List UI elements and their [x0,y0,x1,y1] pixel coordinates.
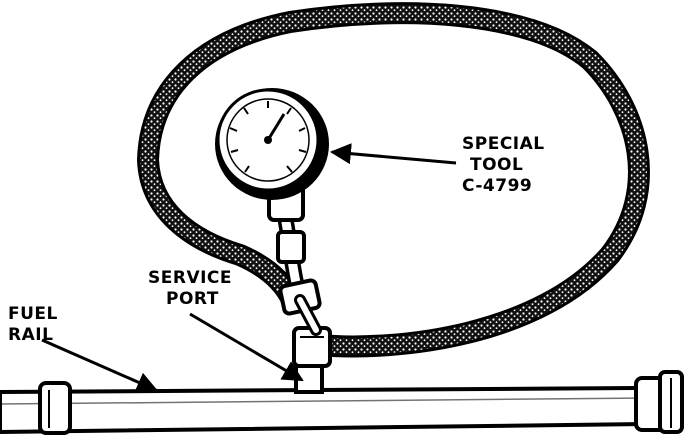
service-port-label: SERVICE PORT [148,268,232,310]
callout-arrows [41,143,457,393]
fuel-rail-line-1: FUEL [8,304,58,324]
fuel-rail-arrow [41,338,158,393]
special-tool-label: SPECIAL TOOL C-4799 [462,134,545,197]
fuel-rail [0,370,684,435]
special-tool-line-1: SPECIAL [462,134,545,154]
service-port-arrow [189,312,304,382]
fuel-rail-label: FUEL RAIL [8,304,58,346]
service-port-line-1: SERVICE [148,268,233,288]
special-tool-arrow [329,143,457,165]
fuel-rail-line-2: RAIL [8,325,54,345]
special-tool-line-3: C-4799 [462,176,533,196]
braided-hose [136,2,650,358]
pressure-gauge-icon [215,88,329,200]
service-port-line-2: PORT [166,289,219,309]
special-tool-line-2: TOOL [470,155,524,175]
